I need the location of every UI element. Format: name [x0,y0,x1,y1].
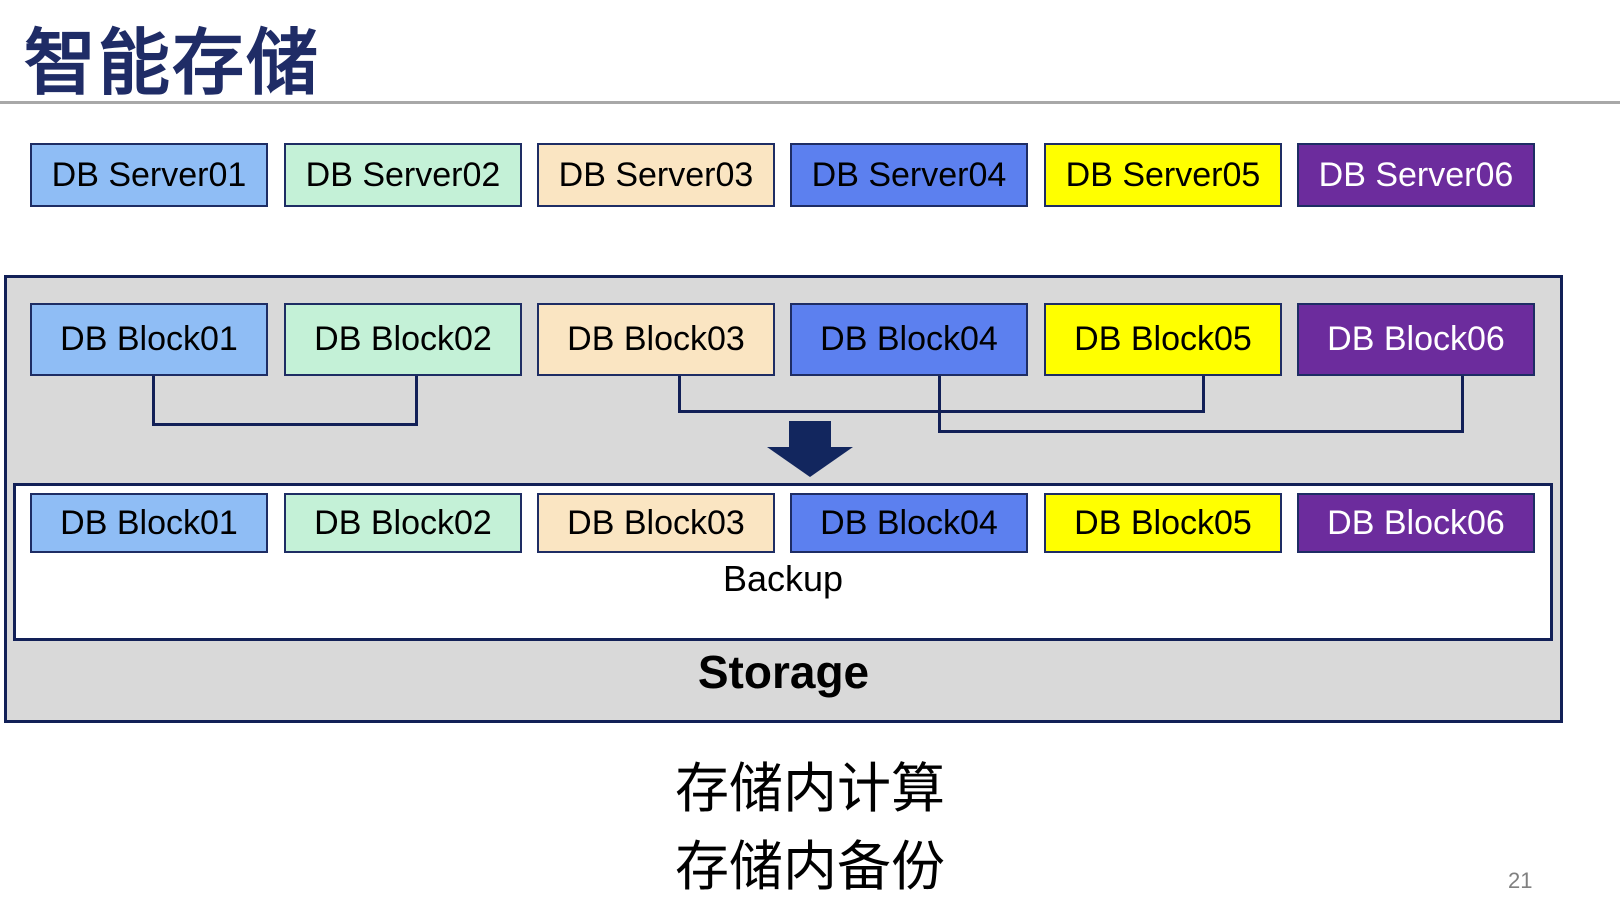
block-bottom-box-06: DB Block06 [1297,493,1535,553]
connector-block05-vertical [1202,376,1205,413]
block-bottom-box-03: DB Block03 [537,493,775,553]
caption-block: 存储内计算 存储内备份 [0,750,1620,906]
page-number: 21 [1508,868,1533,893]
block-bottom-box-05: DB Block05 [1044,493,1282,553]
block-bottom-box-02: DB Block02 [284,493,522,553]
block-bottom-box-01: DB Block01 [30,493,268,553]
connector-block03-block05-horizontal [678,410,1205,413]
server-box-04: DB Server04 [790,143,1028,207]
storage-container: DB Block01 DB Block02 DB Block03 DB Bloc… [4,275,1563,723]
block-bottom-box-04: DB Block04 [790,493,1028,553]
connector-block01-block02-horizontal [152,423,418,426]
backup-label: Backup [722,558,844,599]
block-top-box-02: DB Block02 [284,303,522,376]
connector-block02-vertical [415,376,418,426]
server-box-03: DB Server03 [537,143,775,207]
block-top-box-03: DB Block03 [537,303,775,376]
caption-line-1: 存储内计算 [675,759,945,819]
block-top-box-04: DB Block04 [790,303,1028,376]
server-box-01: DB Server01 [30,143,268,207]
server-box-02: DB Server02 [284,143,522,207]
connector-block04-vertical [938,376,941,433]
block-top-box-01: DB Block01 [30,303,268,376]
connector-block04-block06-horizontal [938,430,1464,433]
backup-container: DB Block01 DB Block02 DB Block03 DB Bloc… [13,483,1553,641]
caption-line-2: 存储内备份 [675,837,945,897]
down-arrow-icon [789,421,831,447]
block-top-box-05: DB Block05 [1044,303,1282,376]
title-divider [0,101,1620,104]
slide-title: 智能存储 [24,24,321,104]
server-box-05: DB Server05 [1044,143,1282,207]
server-box-06: DB Server06 [1297,143,1535,207]
connector-block01-vertical [152,376,155,426]
down-arrow-head-icon [767,447,853,477]
storage-label: Storage [697,646,870,698]
connector-block06-vertical [1461,376,1464,433]
block-top-box-06: DB Block06 [1297,303,1535,376]
connector-block03-vertical [678,376,681,413]
